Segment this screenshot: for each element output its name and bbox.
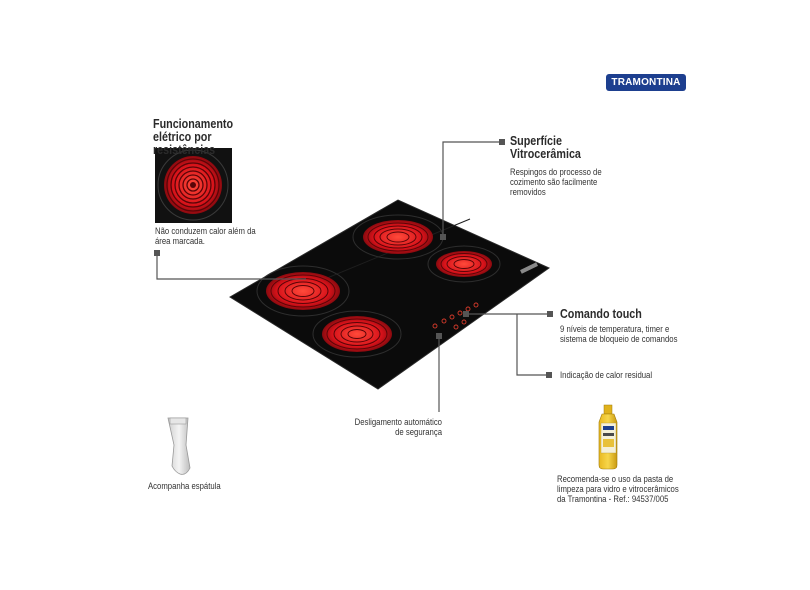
touch-note: 9 níveis de temperatura, timer e sistema…	[560, 324, 689, 344]
leader-dot-residual	[546, 372, 552, 378]
burner-back-right	[427, 245, 501, 283]
leader-lines	[156, 141, 550, 412]
resistance-title-line1: Funcionamento	[153, 117, 234, 131]
surface-note-line2: cozimento são facilmente	[510, 177, 598, 187]
leader-dot-touch	[547, 311, 553, 317]
touch-note-line1: 9 níveis de temperatura, timer e	[560, 324, 670, 334]
coil-photo	[155, 148, 232, 223]
touch-note-line2: sistema de bloqueio de comandos	[560, 334, 678, 344]
leader-dot-surface	[499, 139, 505, 145]
cleaner-note: Recomenda-se o uso da pasta de limpeza p…	[557, 474, 686, 504]
cleaner-note-line3: da Tramontina - Ref.: 94537/005	[557, 494, 669, 504]
resistance-title: Funcionamento elétrico por resistências	[153, 118, 273, 157]
resistance-note-line1: Não conduzem calor além da	[155, 226, 256, 236]
surface-title-line1: Superfície	[510, 134, 562, 148]
leader-dot-resistance	[154, 250, 160, 256]
resistance-title-line2: elétrico por resistências	[153, 130, 216, 157]
cooktop-brand-plate	[520, 262, 538, 274]
spatula-label: Acompanha espátula	[148, 481, 221, 491]
burner-front-right	[312, 310, 402, 358]
leader-dot-autooff-start	[436, 333, 442, 339]
cleaner-note-line2: limpeza para vidro e vitrocerâmicos	[557, 484, 679, 494]
surface-note-line1: Respingos do processo de	[510, 167, 602, 177]
leader-dot-touch-start	[463, 311, 469, 317]
auto-off-line1: Desligamento automático	[354, 417, 442, 427]
auto-off-line2: de segurança	[395, 427, 442, 437]
cleaner-bottle-icon	[598, 404, 618, 470]
cleaner-note-line1: Recomenda-se o uso da pasta de	[557, 474, 674, 484]
surface-note: Respingos do processo de cozimento são f…	[510, 167, 611, 197]
auto-off-label: Desligamento automático de segurança	[347, 417, 442, 437]
brand-logo: TRAMONTINA	[606, 74, 686, 91]
burner-front-left	[256, 265, 350, 317]
burner-back-left	[352, 214, 444, 260]
touch-title: Comando touch	[560, 307, 642, 321]
leader-dot-surface-start	[440, 234, 446, 240]
resistance-note-line2: área marcada.	[155, 236, 205, 246]
resistance-note: Não conduzem calor além da área marcada.	[155, 226, 267, 246]
spatula-icon	[167, 417, 191, 475]
surface-title-line2: Vitrocerâmica	[510, 147, 581, 161]
surface-title: Superfície Vitrocerâmica	[510, 135, 605, 161]
residual-heat-label: Indicação de calor residual	[560, 370, 653, 380]
surface-note-line3: removidos	[510, 187, 546, 197]
cooktop-glass	[229, 199, 551, 390]
